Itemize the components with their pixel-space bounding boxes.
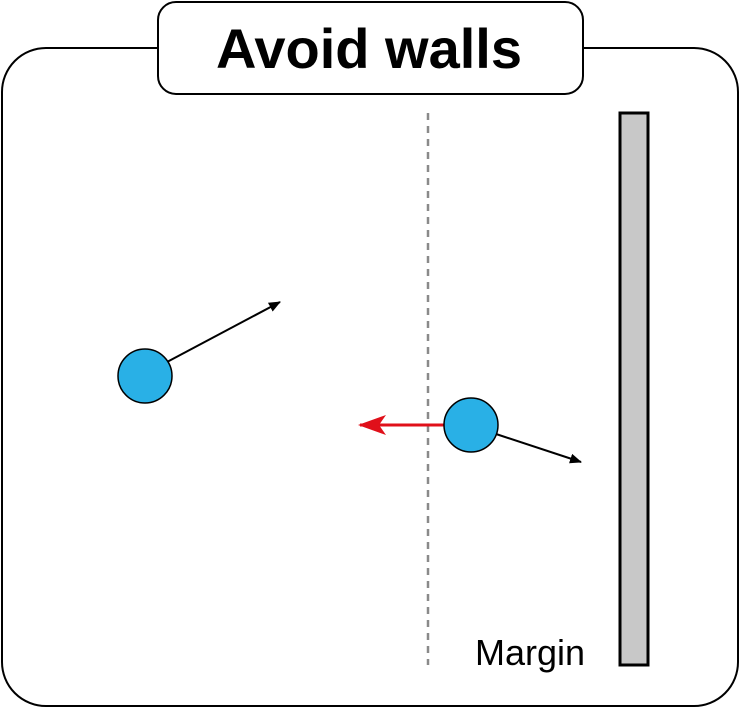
agent-near-wall xyxy=(443,397,499,453)
wall xyxy=(618,111,650,667)
agent-left-velocity-arrow xyxy=(166,301,281,363)
title: Avoid walls xyxy=(216,17,522,80)
margin-label: Margin xyxy=(475,632,585,673)
agent-near-wall-velocity-arrow xyxy=(495,433,582,464)
title-box xyxy=(157,1,584,95)
agent-left xyxy=(117,348,173,404)
